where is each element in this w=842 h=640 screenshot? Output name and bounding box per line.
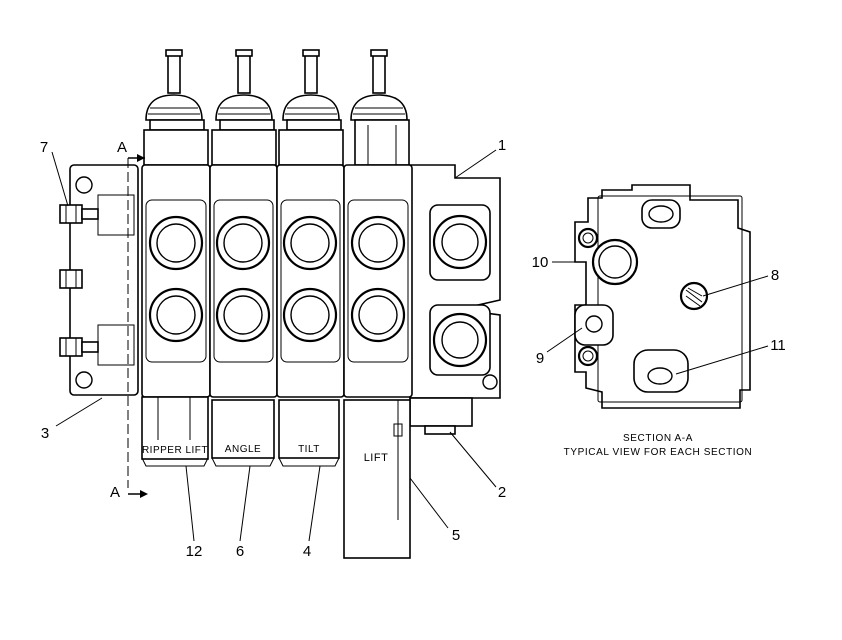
section-marker-top: A — [117, 139, 127, 156]
valve-section-2 — [209, 164, 278, 398]
handle-lift — [350, 49, 410, 166]
callout-10: 10 — [532, 254, 549, 271]
spool-label-tilt: TILT — [298, 444, 320, 455]
section-plug-10 — [577, 227, 599, 249]
cap-angle: ANGLE — [211, 399, 275, 467]
bolt-lower — [59, 337, 99, 357]
section-plug-lower — [577, 345, 599, 367]
bolt-middle — [59, 269, 83, 289]
callout-11: 11 — [770, 337, 786, 354]
right-end-plate — [409, 164, 501, 435]
handle-ripper — [143, 49, 209, 166]
section-caption-line2: TYPICAL VIEW FOR EACH SECTION — [564, 447, 753, 458]
spool-caps: RIPPER LIFT ANGLE TILT LIFT — [141, 396, 411, 559]
handle-tilt — [278, 49, 344, 166]
bolt-7 — [59, 204, 99, 224]
callout-5: 5 — [452, 527, 460, 544]
callout-9: 9 — [536, 350, 544, 367]
handle-angle — [211, 49, 277, 166]
section-caption-line1: SECTION A-A — [623, 433, 693, 444]
callout-6: 6 — [236, 543, 244, 560]
callout-8: 8 — [771, 267, 779, 284]
cap-tilt: TILT — [278, 399, 340, 467]
section-view: SECTION A-A TYPICAL VIEW FOR EACH SECTIO… — [564, 184, 753, 458]
callout-2: 2 — [498, 484, 506, 501]
spool-label-ripper-lift: RIPPER LIFT — [142, 445, 208, 456]
callout-7: 7 — [40, 139, 48, 156]
callout-3: 3 — [41, 425, 49, 442]
cap-ripper-lift: RIPPER LIFT — [141, 396, 209, 467]
section-port-9 — [574, 304, 614, 346]
main-valve-assembly: RIPPER LIFT ANGLE TILT LIFT — [59, 49, 501, 559]
valve-section-3 — [276, 164, 345, 398]
section-port-11 — [633, 349, 689, 393]
cap-lift: LIFT — [343, 399, 411, 559]
callout-numbers: 1 2 3 4 5 6 7 8 9 10 11 12 — [40, 137, 786, 560]
callout-leaders — [51, 149, 769, 542]
spool-label-angle: ANGLE — [225, 444, 261, 455]
left-end-plate — [69, 164, 139, 396]
callout-1: 1 — [498, 137, 506, 154]
valve-section-1 — [141, 164, 211, 398]
valve-sections — [141, 164, 413, 398]
callout-4: 4 — [303, 543, 311, 560]
section-plug-8 — [679, 281, 709, 311]
spool-label-lift: LIFT — [364, 452, 389, 464]
section-large-port — [591, 238, 639, 286]
section-marker-bottom: A — [110, 484, 120, 501]
control-handles — [143, 49, 410, 166]
section-top-port — [641, 199, 681, 229]
section-line: A A — [110, 139, 148, 501]
valve-section-4 — [343, 164, 413, 398]
callout-12: 12 — [186, 543, 203, 560]
